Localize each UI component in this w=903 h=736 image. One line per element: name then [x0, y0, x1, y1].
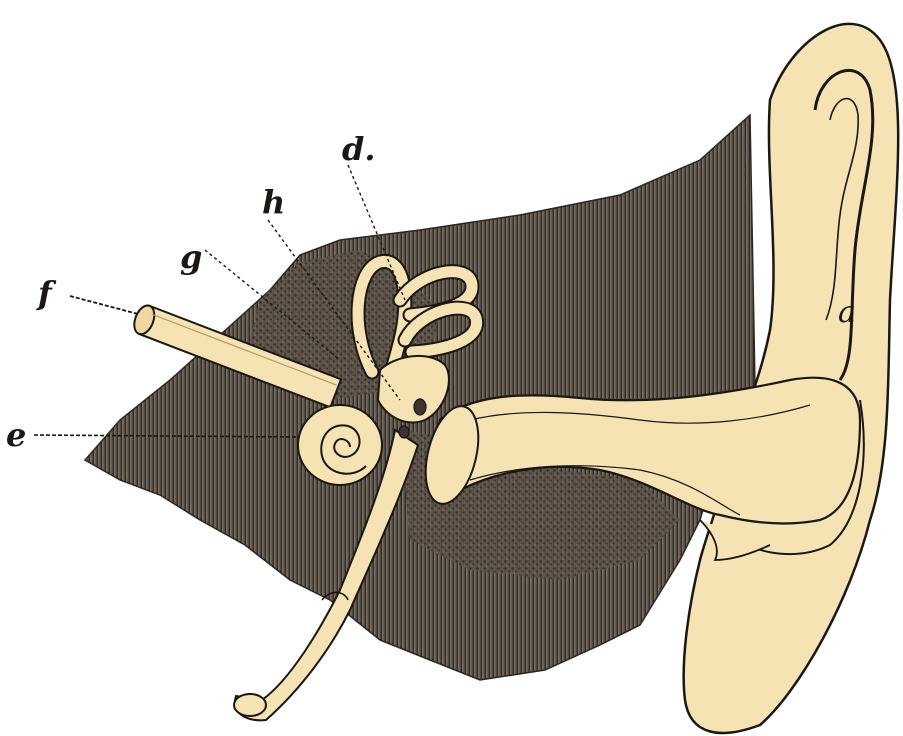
label-e: e	[6, 416, 26, 454]
label-a: a	[838, 295, 856, 330]
leader-line-f	[70, 296, 138, 314]
eustachian-tube-opening	[234, 694, 266, 716]
label-f: f	[36, 274, 57, 312]
label-h: h	[262, 183, 285, 221]
oval-window	[414, 399, 426, 415]
label-d: d.	[342, 130, 376, 168]
label-g: g	[180, 238, 202, 276]
round-window	[399, 426, 409, 438]
